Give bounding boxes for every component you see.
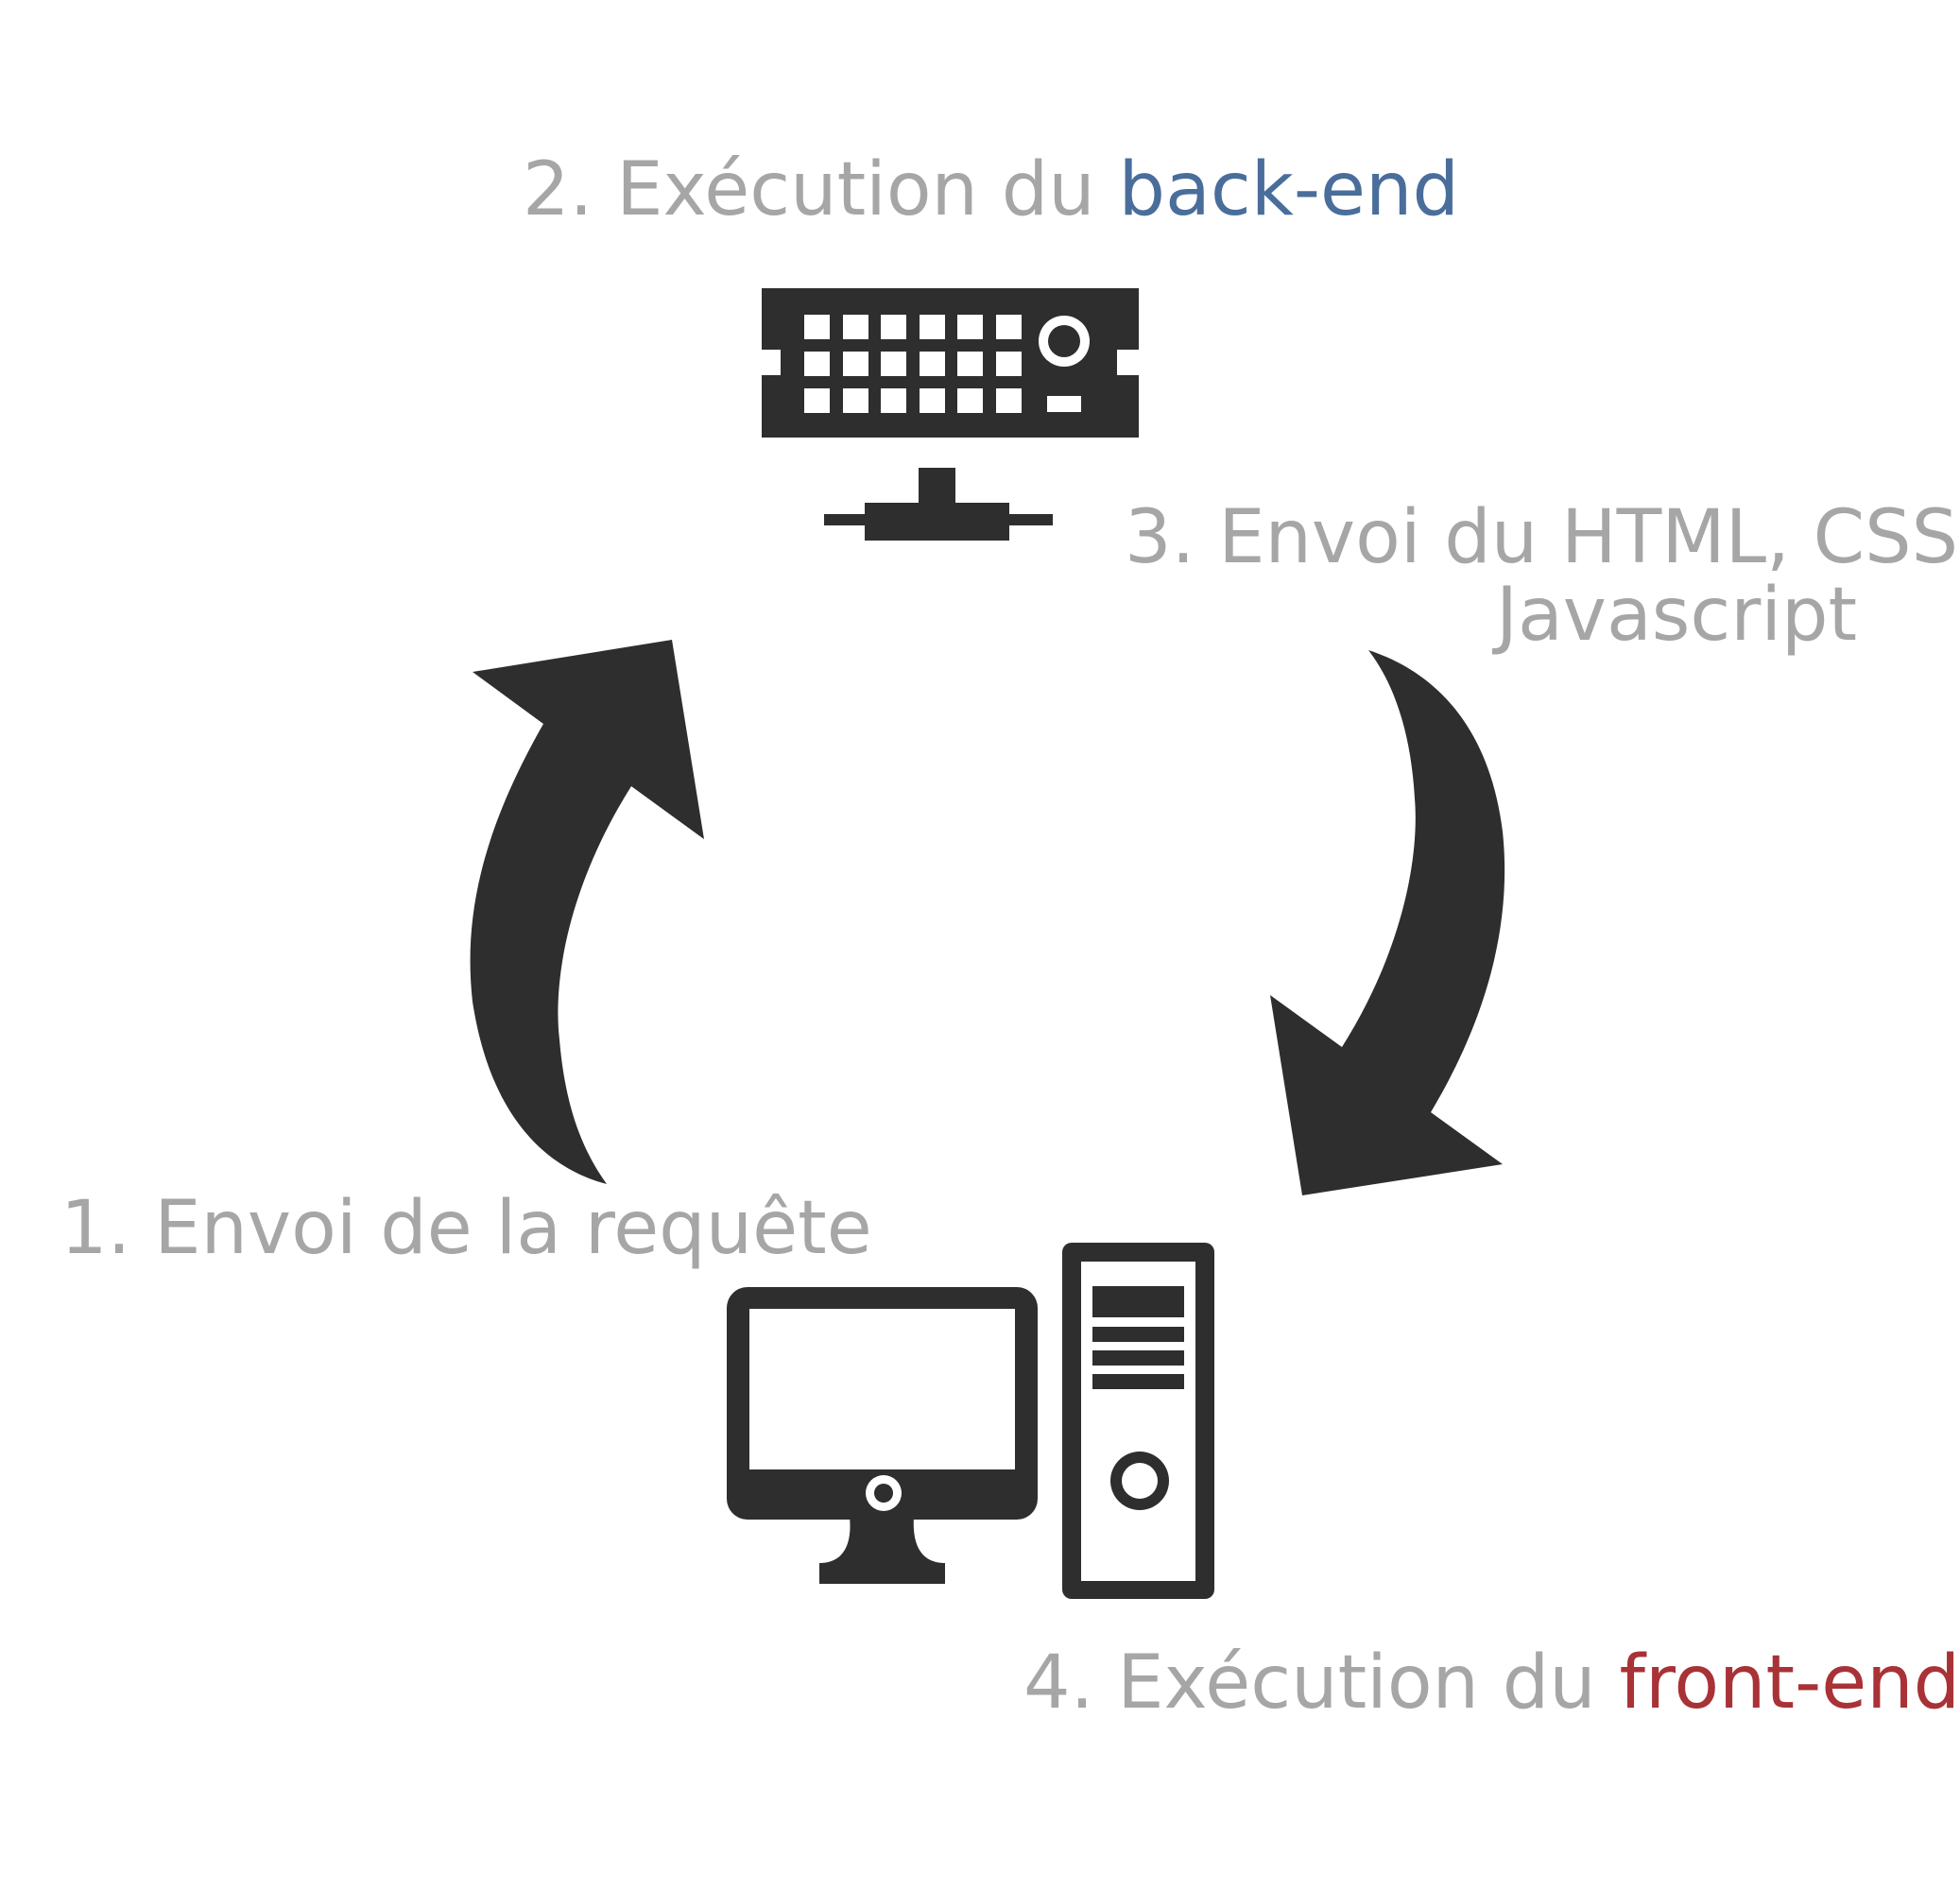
step-2-backend-highlight: back-end bbox=[1118, 147, 1459, 232]
curved-arrow-down-icon bbox=[1270, 650, 1505, 1195]
step-4-label: 4. Exécution du front-end bbox=[1023, 1646, 1960, 1720]
request-cycle-diagram bbox=[470, 288, 1505, 1599]
step-4-prefix: 4. Exécution du bbox=[1023, 1641, 1620, 1726]
step-3-label-line2: Javascript bbox=[1496, 573, 1858, 658]
step-2-label: 2. Exécution du back-end bbox=[523, 153, 1459, 227]
server-icon bbox=[762, 288, 1139, 541]
step-1-label: 1. Envoi de la requête bbox=[60, 1186, 872, 1271]
curved-arrow-up-icon bbox=[470, 640, 704, 1184]
step-2-prefix: 2. Exécution du bbox=[523, 147, 1119, 232]
desktop-computer-icon bbox=[727, 1243, 1214, 1599]
step-3-label-line1: 3. Envoi du HTML, CSS bbox=[1125, 495, 1959, 580]
step-4-frontend-highlight: front-end bbox=[1619, 1641, 1960, 1726]
